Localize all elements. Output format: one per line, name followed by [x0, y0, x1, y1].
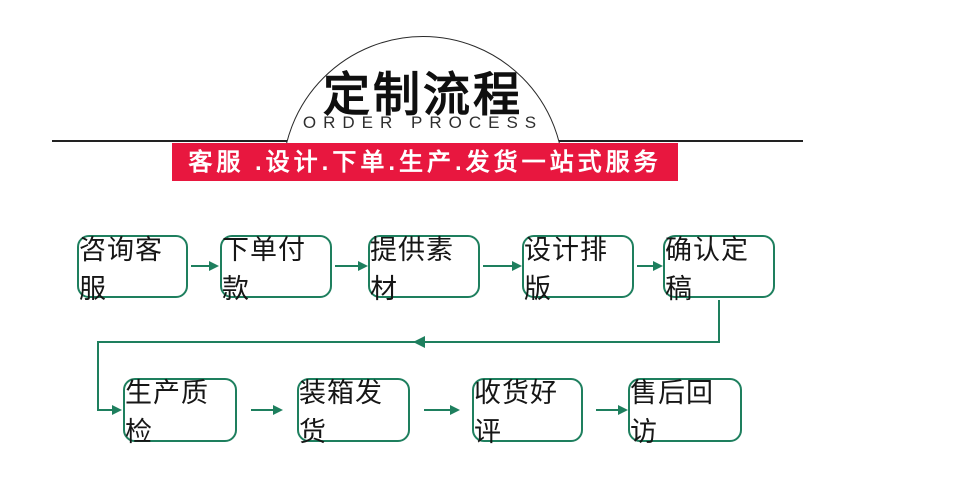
- flow-step-design-layout: 设计排版: [522, 235, 634, 304]
- arrow-right-icon: [483, 261, 522, 271]
- service-banner: 客服 .设计.下单.生产.发货一站式服务: [172, 143, 678, 181]
- page-title: 定制流程: [323, 68, 523, 121]
- flow-step-production-qc: 生产质检: [123, 378, 237, 447]
- flow-step-consult-service: 咨询客服: [77, 235, 188, 304]
- flow-step-place-order-pay: 下单付款: [220, 235, 332, 304]
- flow-step-pack-ship: 装箱发货: [297, 378, 410, 447]
- arrow-right-icon: [335, 261, 368, 271]
- arrowhead-right-icon: [512, 261, 522, 271]
- flow-step-confirm-final-draft: 确认定稿: [663, 235, 775, 304]
- arrow-right-icon: [596, 405, 628, 415]
- flow-step-provide-materials: 提供素材: [368, 235, 480, 304]
- arrow-right-icon: [251, 405, 283, 415]
- arrowhead-right-icon: [112, 405, 122, 415]
- connector-down-line: [718, 300, 720, 343]
- arrowhead-right-icon: [273, 405, 283, 415]
- arrowhead-right-icon: [618, 405, 628, 415]
- flow-step-receive-review: 收货好评: [472, 378, 583, 447]
- arrowhead-right-icon: [358, 261, 368, 271]
- arrowhead-right-icon: [653, 261, 663, 271]
- arrow-right-icon: [191, 261, 219, 271]
- arrowhead-left-icon: [413, 336, 425, 348]
- arrow-right-icon: [424, 405, 460, 415]
- flow-step-after-sales-followup: 售后回访: [628, 378, 742, 447]
- arrowhead-right-icon: [450, 405, 460, 415]
- connector-down-left-line: [97, 341, 99, 410]
- connector-back-line: [97, 341, 720, 343]
- page-subtitle: ORDER PROCESS: [302, 113, 544, 132]
- header-medallion-clip: [282, 30, 566, 143]
- arrow-right-icon: [97, 405, 122, 415]
- arrowhead-right-icon: [209, 261, 219, 271]
- arrow-right-icon: [637, 261, 663, 271]
